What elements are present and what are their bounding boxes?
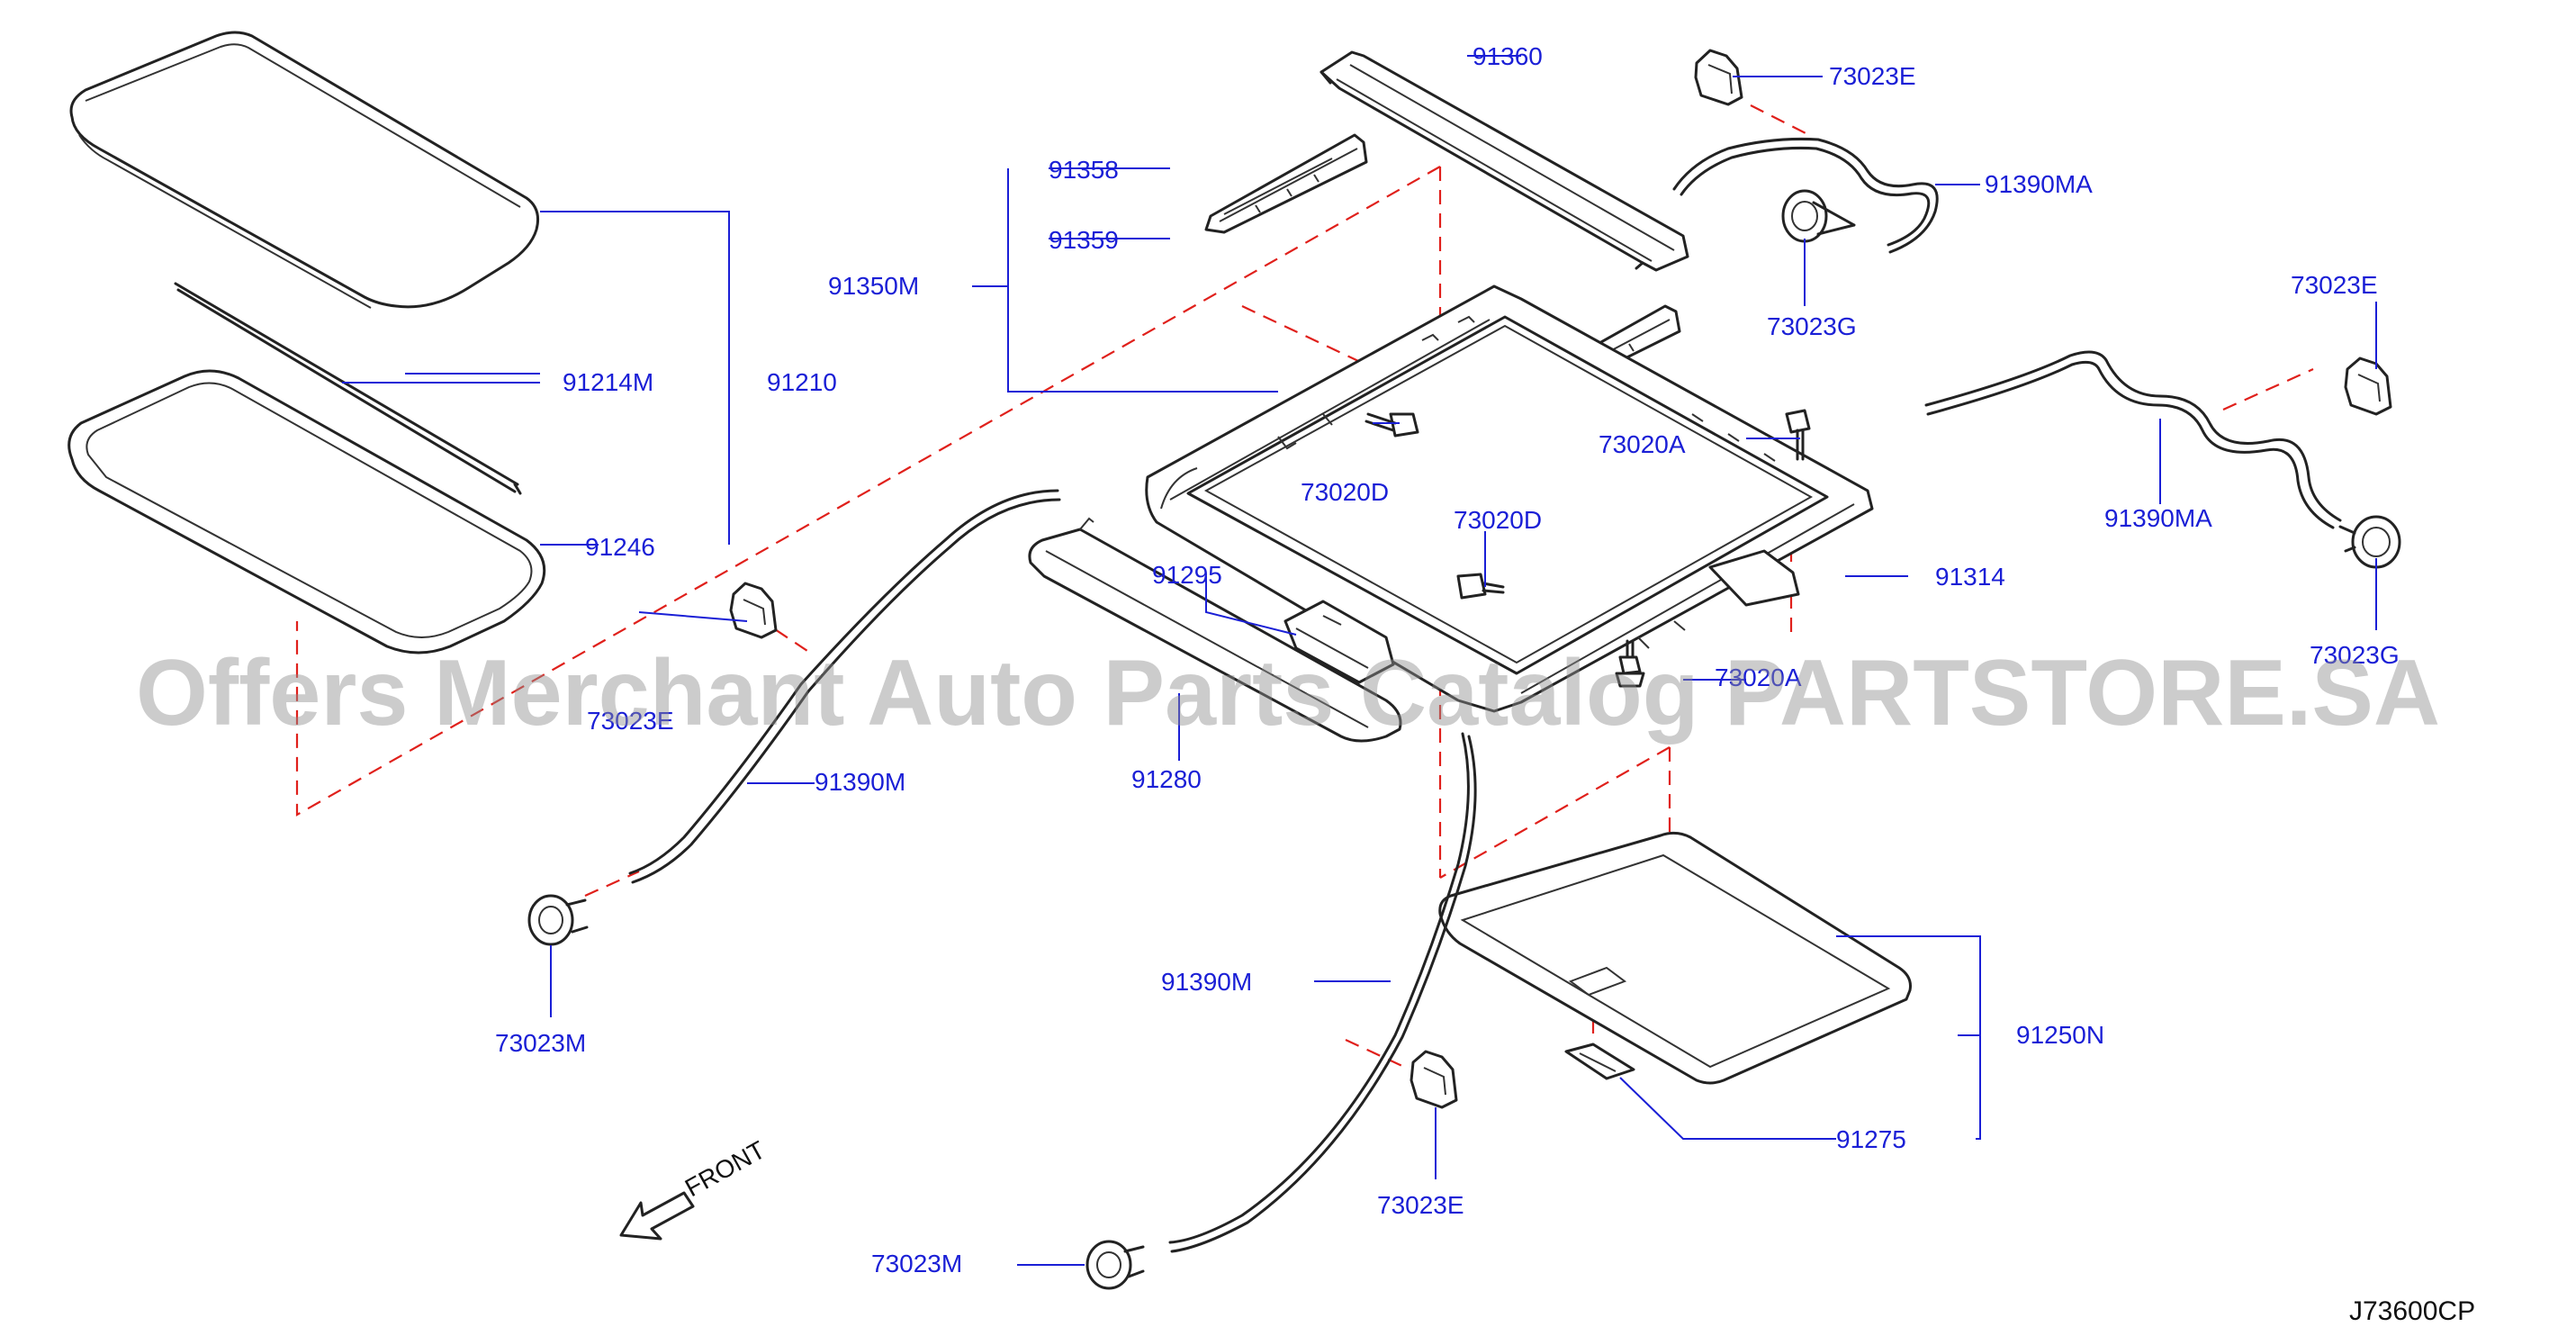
- label-91250n: 91250N: [2016, 1021, 2104, 1049]
- label-91314: 91314: [1935, 563, 2005, 591]
- label-91246: 91246: [585, 533, 655, 561]
- sunshade: [1438, 831, 1912, 1085]
- label-91275: 91275: [1836, 1125, 1906, 1153]
- label-73020a-bolt: 73020A: [1715, 663, 1802, 691]
- hose-clip-bottom: [1410, 1050, 1458, 1109]
- guide-rail-left: [1204, 133, 1368, 234]
- label-91390ma-right: 91390MA: [2104, 504, 2212, 532]
- label-73020a: 73020A: [1599, 430, 1686, 458]
- drain-grommet-bottom: [1085, 1240, 1145, 1290]
- bolt-73020a-upper: [1785, 409, 1811, 461]
- hose-clip-left: [729, 582, 778, 639]
- label-91210: 91210: [767, 368, 837, 396]
- wind-deflector: [1028, 517, 1402, 743]
- label-91295: 91295: [1152, 561, 1222, 589]
- bolt-73020a-lower: [1615, 639, 1645, 688]
- weatherstrip: [174, 282, 522, 495]
- leader-lines: [342, 55, 2377, 1266]
- label-73023m-left: 73023M: [495, 1029, 586, 1057]
- hose-clip-top: [1694, 49, 1743, 106]
- hose-clip-right: [2344, 357, 2392, 416]
- label-91360: 91360: [1473, 42, 1543, 70]
- label-91390m-lower: 91390M: [1161, 968, 1252, 996]
- label-73020d-left: 73020D: [1301, 478, 1389, 506]
- label-73023e-bottom: 73023E: [1377, 1191, 1464, 1219]
- drain-grommet-left: [527, 894, 589, 946]
- frame-seal: [68, 369, 546, 654]
- front-label: FRONT: [680, 1135, 770, 1202]
- bolt-73020d-lower: [1456, 573, 1505, 600]
- label-91280: 91280: [1131, 765, 1202, 793]
- drain-hose-front-right: [1672, 137, 1939, 254]
- watermark-text: Offers Merchant Auto Parts Catalog PARTS…: [136, 641, 2440, 745]
- part-labels: 91360 73023E 91358 91390MA 91359 91350M …: [495, 42, 2400, 1277]
- front-deflector: [1320, 50, 1689, 272]
- drain-hose-rear-left: [1168, 732, 1477, 1253]
- label-73020d-mid: 73020D: [1454, 506, 1542, 534]
- sunroof-motor: [1283, 600, 1395, 684]
- label-73023g-right: 73023G: [2310, 641, 2400, 669]
- label-91358: 91358: [1049, 156, 1119, 184]
- label-73023e-top: 73023E: [1829, 62, 1916, 90]
- bolt-73020d-upper: [1365, 412, 1419, 438]
- drain-hose-front-left: [628, 489, 1061, 884]
- label-91350m: 91350M: [828, 272, 919, 300]
- label-73023g-top: 73023G: [1767, 312, 1857, 340]
- glass-lid-assembly: [69, 31, 540, 309]
- label-91390m-upper: 91390M: [815, 768, 905, 796]
- sunshade-handle: [1564, 1043, 1635, 1080]
- diagram-code: J73600CP: [2349, 1296, 2475, 1326]
- label-73023m-bottom: 73023M: [871, 1250, 962, 1277]
- label-91214m: 91214M: [563, 368, 653, 396]
- drain-grommet-top: [1781, 189, 1856, 243]
- label-91359: 91359: [1049, 226, 1119, 254]
- drain-grommet-right: [2338, 515, 2401, 569]
- drain-hose-rear-right: [1924, 350, 2342, 529]
- label-73023e-right: 73023E: [2291, 271, 2378, 299]
- front-direction-arrow: FRONT: [619, 1135, 770, 1241]
- label-73023e-left: 73023E: [587, 707, 674, 735]
- label-91390ma-top: 91390MA: [1985, 170, 2093, 198]
